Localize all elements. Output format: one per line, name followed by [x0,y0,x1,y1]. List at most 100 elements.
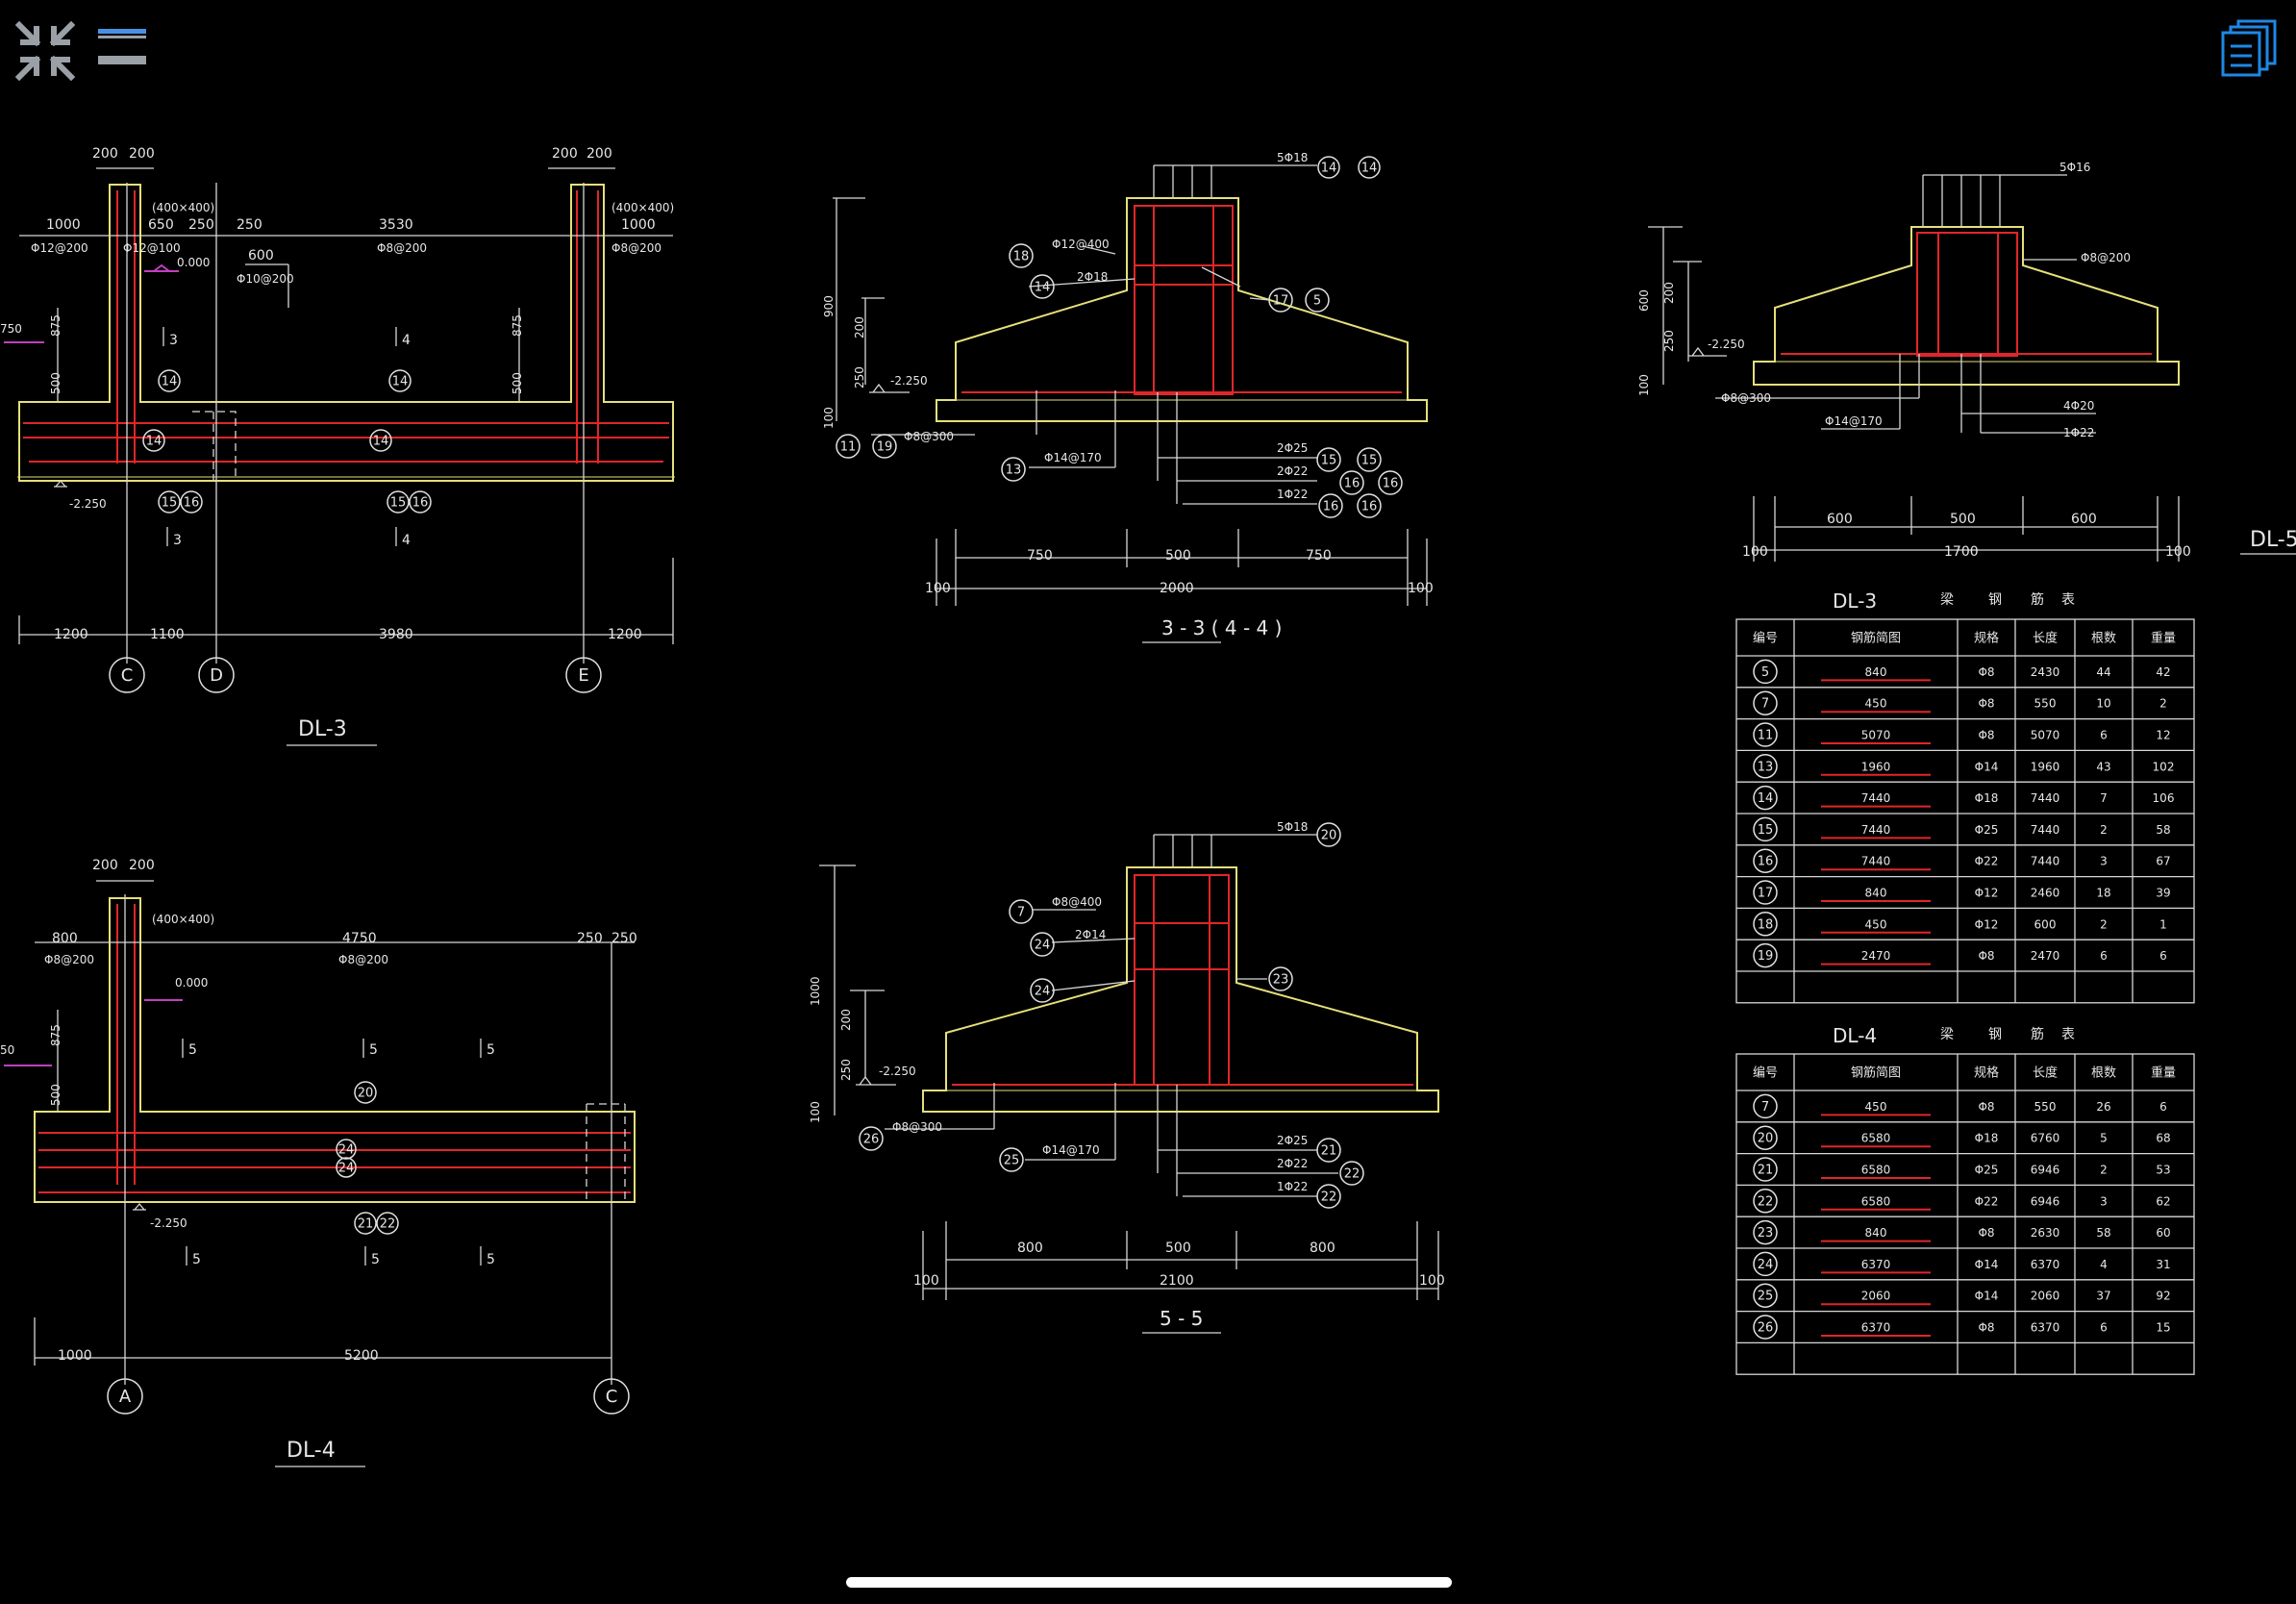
collapse-button[interactable] [13,19,77,83]
rebar-label: Φ12@200 [31,241,88,255]
dim-label: 875 [511,314,524,337]
dim-label: 875 [49,1024,62,1046]
rebar-callout: 14 [1321,162,1337,176]
table-cell: 840 [1865,887,1887,900]
rebar-label: 2Φ22 [1277,464,1308,478]
dim-label: 200 [129,146,155,162]
table-header: 规格 [1974,1065,1999,1081]
row-number: 14 [1758,791,1774,806]
table-cell: 1 [2159,917,2167,931]
documents-button[interactable] [2217,17,2281,81]
dim-label: 600 [2071,512,2097,527]
rebar-callout: 16 [1383,477,1399,491]
section-dl-5: 5Φ16 Φ8@200 600 200 250 100 -2.250 Φ8@30… [1637,161,2296,562]
dim-label: 800 [1310,1241,1335,1256]
table-cell: 6370 [1861,1321,1891,1335]
dim-label: 1000 [58,1348,92,1364]
table-cell: Φ22 [1975,855,1999,868]
table-cell: 7 [2100,791,2108,805]
row-number-circle [1753,1125,1778,1150]
table-cell: Φ18 [1975,1132,1999,1145]
rebar-callout: 22 [1344,1167,1360,1182]
table-cell: Φ12 [1975,887,1999,900]
table-cell: 26 [2096,1100,2110,1114]
drawing-title: DL-5 [2250,528,2296,552]
table-cell: 5 [2100,1132,2108,1145]
dim-label: 100 [2165,544,2191,560]
section-mark: 5 [192,1252,201,1267]
table-cell: 58 [2096,1226,2110,1240]
table-cell: 68 [2156,1132,2170,1145]
table-cell: 840 [1865,1226,1887,1240]
rebar-callout: 16 [412,496,429,511]
table-cell: 5070 [1861,729,1891,742]
row-number: 25 [1758,1290,1774,1304]
menu-button[interactable] [94,23,152,73]
table-cell: Φ8 [1978,1226,1994,1240]
rebar-callout: 13 [1006,464,1022,478]
table-title-char: 梁 [1940,1027,1954,1042]
rebar-label: Φ8@200 [2081,251,2131,264]
rebar-label: Φ8@200 [611,241,661,255]
table-cell: 6370 [1861,1258,1891,1271]
rebar-callout: 15 [390,496,407,511]
section-mark: 5 [487,1252,495,1267]
table-cell: 6580 [1861,1194,1891,1208]
table-cell: 60 [2156,1226,2170,1240]
row-number: 18 [1758,917,1774,932]
dim-label: 1700 [1944,544,1979,560]
table-cell: 6 [2159,1100,2167,1114]
section-5-5: 5Φ18 20 Φ8@400 2Φ14 7 24 24 23 1000 200 … [809,820,1445,1334]
rebar-label: Φ12@100 [123,241,181,255]
table-cell: Φ14 [1975,1290,1999,1303]
table-cell: 37 [2096,1290,2110,1303]
table-cell: 450 [1865,697,1887,711]
elevation-label: 0.000 [177,256,210,269]
table-cell: 44 [2096,665,2110,679]
elevation-label: 0.000 [175,976,208,990]
table-cell: 31 [2156,1258,2170,1271]
drawing-title: DL-3 [298,717,347,741]
table-header: 长度 [2033,631,2058,646]
dim-label: 500 [1950,512,1976,527]
table-cell: 2 [2100,1164,2108,1177]
table-cell: 42 [2156,665,2170,679]
dim-label: 250 [188,217,214,233]
table-cell: 3 [2100,1194,2108,1208]
table-cell: Φ14 [1975,1258,1999,1271]
rebar-callout: 26 [863,1133,880,1147]
section-mark: 4 [402,333,411,348]
table-cell: 550 [2034,1100,2057,1114]
dim-label: 800 [1017,1241,1043,1256]
dl3-elevation: 200 200 200 200 (400×400) (400×400) 1000… [0,146,675,746]
table-cell: Φ8 [1978,729,1994,742]
dim-label: 200 [92,858,118,873]
table-cell: 7440 [1861,791,1891,805]
row-number-circle [1753,912,1778,937]
dim-label: 500 [1165,548,1191,564]
collapse-arrows-icon [14,20,76,82]
dim-label: 1000 [621,217,656,233]
dim-label: 4750 [342,931,377,946]
rebar-label: 1Φ22 [1277,1180,1308,1193]
dim-label: 100 [1637,374,1651,396]
rebar-label: 5Φ18 [1277,151,1308,164]
rebar-callout: 15 [1361,454,1378,468]
table-cell: 12 [2156,729,2170,742]
home-indicator-bar[interactable] [846,1577,1452,1588]
table-cell: 6370 [2031,1321,2060,1335]
row-number-circle [1753,1283,1778,1308]
section-mark: 5 [369,1042,378,1058]
rebar-callout: 24 [1035,985,1051,999]
table-cell: 2060 [1861,1290,1891,1303]
rebar-callout: 14 [392,375,409,389]
dim-label: 250 [853,366,866,388]
row-number: 11 [1758,729,1774,743]
dim-label: 750 [1027,548,1053,564]
row-number: 15 [1758,823,1774,838]
dim-label: 250 [577,931,603,946]
rebar-label: 5Φ18 [1277,820,1308,834]
column-size-label: (400×400) [152,201,214,214]
